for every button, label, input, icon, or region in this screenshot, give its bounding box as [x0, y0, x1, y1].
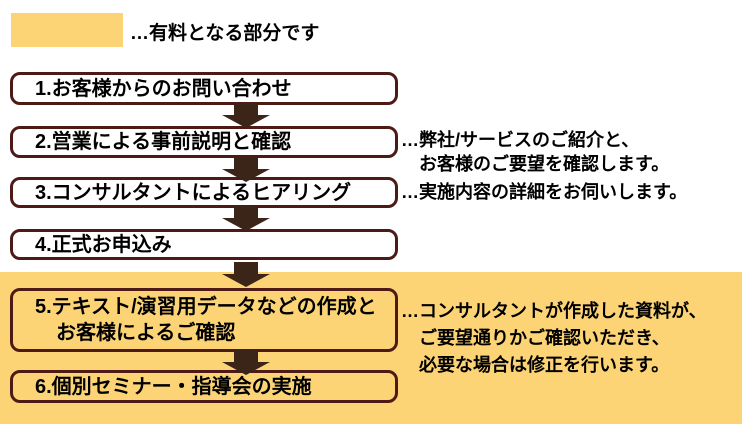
flow-box-step-5-label-line-1: 5.テキスト/演習用データなどの作成と	[35, 296, 377, 318]
paid-color-swatch	[11, 13, 123, 47]
down-arrow-stem	[234, 157, 258, 169]
annotation-step-5: …コンサルタントが作成した資料が、 ご要望通りかご確認いただき、 必要な場合は修…	[401, 298, 707, 379]
down-arrow-stem	[234, 103, 258, 115]
down-arrow-icon	[222, 350, 270, 375]
down-arrow-stem	[234, 350, 258, 362]
annotation-step-5-line-1: …コンサルタントが作成した資料が、	[401, 301, 707, 321]
annotation-step-2-line-1: …弊社/サービスのご紹介と、	[401, 130, 640, 150]
down-arrow-head	[222, 362, 270, 375]
flow-box-step-5-label-line-2: お客様によるご確認	[56, 322, 236, 344]
paid-highlight-band	[0, 272, 742, 424]
down-arrow-head	[222, 115, 270, 128]
legend-label: …有料となる部分です	[130, 23, 320, 44]
down-arrow-icon	[222, 262, 270, 287]
down-arrow-stem	[234, 206, 258, 218]
flow-box-step-6-label: 6.個別セミナー・指導会の実施	[35, 375, 312, 398]
flow-box-step-4-label: 4.正式お申込み	[35, 233, 172, 256]
flow-box-step-4: 4.正式お申込み	[10, 229, 398, 260]
flow-box-step-2: 2.営業による事前説明と確認	[10, 126, 398, 158]
annotation-step-5-line-2: ご要望通りかご確認いただき、	[419, 328, 670, 348]
annotation-step-3: …実施内容の詳細をお伺いします。	[401, 181, 687, 203]
annotation-step-2-line-2: お客様のご要望を確認します。	[419, 154, 670, 174]
down-arrow-stem	[234, 262, 258, 274]
down-arrow-icon	[222, 206, 270, 231]
flow-box-step-1-label: 1.お客様からのお問い合わせ	[35, 77, 292, 100]
annotation-step-2: …弊社/サービスのご紹介と、 お客様のご要望を確認します。	[401, 128, 669, 176]
down-arrow-icon	[222, 103, 270, 128]
annotation-step-5-line-3: 必要な場合は修正を行います。	[419, 355, 670, 375]
flow-box-step-5: 5.テキスト/演習用データなどの作成と お客様によるご確認	[10, 288, 398, 352]
flow-box-step-3: 3.コンサルタントによるヒアリング	[10, 177, 398, 208]
down-arrow-head	[222, 169, 270, 182]
flow-box-step-3-label: 3.コンサルタントによるヒアリング	[35, 181, 352, 204]
flow-box-step-2-label: 2.営業による事前説明と確認	[35, 131, 292, 153]
flow-box-step-1: 1.お客様からのお問い合わせ	[10, 72, 398, 105]
down-arrow-head	[222, 274, 270, 287]
down-arrow-head	[222, 218, 270, 231]
down-arrow-icon	[222, 157, 270, 182]
annotation-step-3-line-1: …実施内容の詳細をお伺いします。	[401, 182, 688, 202]
flow-box-step-6: 6.個別セミナー・指導会の実施	[10, 370, 398, 403]
